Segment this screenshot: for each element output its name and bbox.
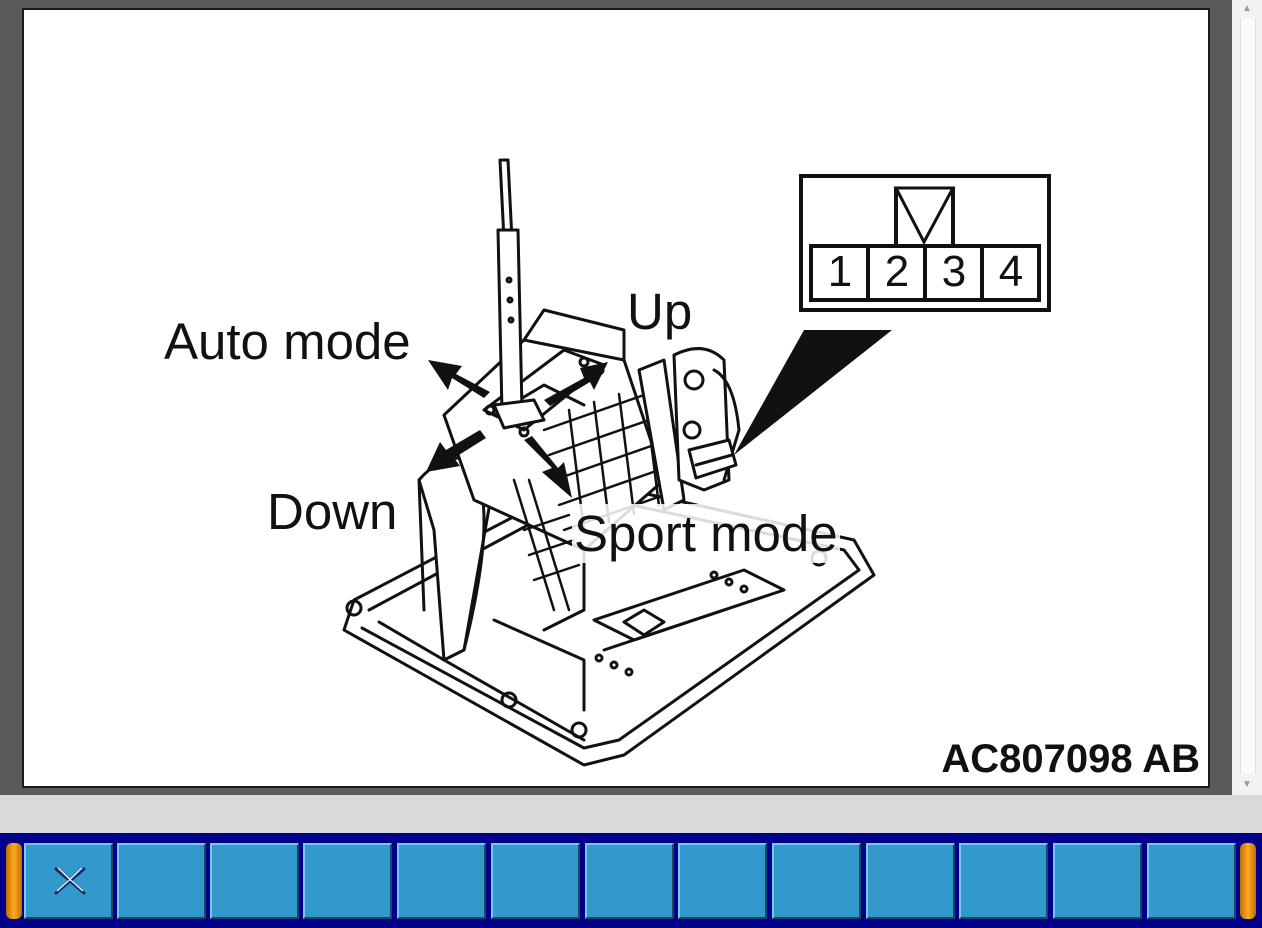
- toolbar-end-cap-left: [6, 843, 22, 919]
- figure-code: AC807098 AB: [941, 737, 1200, 781]
- toolbar-button-10[interactable]: [866, 843, 955, 919]
- status-strip: [0, 795, 1262, 833]
- toolbar-button-2[interactable]: [117, 843, 206, 919]
- bottom-toolbar: [0, 833, 1262, 928]
- toolbar-button-5[interactable]: [397, 843, 486, 919]
- vertical-scrollbar[interactable]: ▲ ▼: [1232, 0, 1262, 795]
- connector-pin-3: 3: [941, 247, 967, 296]
- toolbar-button-11[interactable]: [959, 843, 1048, 919]
- figure-frame: Auto mode Up Down Sport mode 1 2 3 4 AC8…: [22, 8, 1210, 788]
- toolbar-button-6[interactable]: [491, 843, 580, 919]
- connector-pin-1: 1: [827, 247, 853, 296]
- shift-lever-assembly-drawing: [342, 158, 1051, 767]
- toolbar-button-12[interactable]: [1053, 843, 1142, 919]
- toolbar-button-4[interactable]: [303, 843, 392, 919]
- close-icon: [54, 867, 86, 895]
- scroll-down-arrow-icon[interactable]: ▼: [1242, 779, 1252, 790]
- toolbar-button-13[interactable]: [1147, 843, 1236, 919]
- connector-pin-4: 4: [998, 247, 1024, 296]
- down-label: Down: [267, 483, 398, 540]
- toolbar-button-7[interactable]: [585, 843, 674, 919]
- auto-mode-label: Auto mode: [164, 313, 411, 370]
- toolbar-end-cap-right: [1240, 843, 1256, 919]
- close-button[interactable]: [24, 843, 113, 919]
- toolbar-button-9[interactable]: [772, 843, 861, 919]
- figure-viewer: Auto mode Up Down Sport mode 1 2 3 4 AC8…: [0, 0, 1232, 795]
- up-label: Up: [627, 283, 693, 340]
- toolbar-button-3[interactable]: [210, 843, 299, 919]
- scroll-up-arrow-icon[interactable]: ▲: [1242, 3, 1252, 14]
- sport-mode-label: Sport mode: [572, 504, 840, 563]
- connector-pin-2: 2: [884, 247, 910, 296]
- toolbar-button-8[interactable]: [678, 843, 767, 919]
- scroll-track[interactable]: [1240, 18, 1256, 774]
